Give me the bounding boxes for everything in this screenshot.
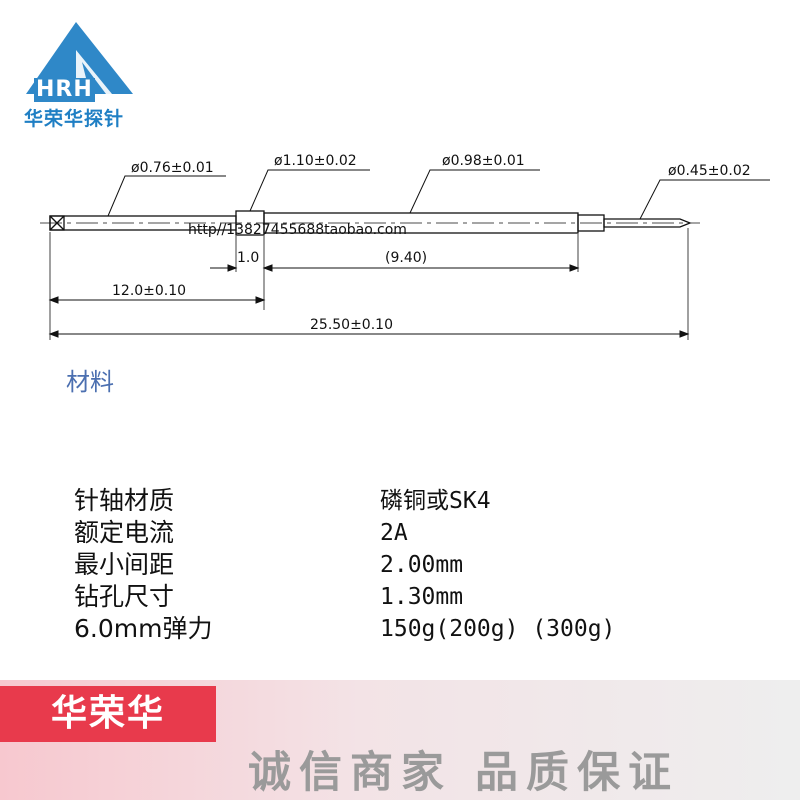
dim-collar-length: 1.0: [237, 250, 259, 266]
spec-value: 磷铜或SK4: [380, 488, 491, 514]
spec-label: 额定电流: [74, 518, 175, 547]
dim-tail-length: 12.0±0.10: [112, 283, 186, 299]
spec-value: 2.00mm: [380, 552, 464, 578]
leader-plunger-diameter: [639, 179, 770, 220]
dim-barrel-diameter: ø0.98±0.01: [442, 153, 525, 169]
spec-value: 2A: [380, 520, 408, 546]
spec-label: 针轴材质: [74, 486, 175, 515]
dim-total-length: 25.50±0.10: [310, 317, 393, 333]
probe-technical-drawing: http//13827455688taobao.com ø0.76±0.01 ø…: [40, 153, 770, 340]
spec-value: 150g(200g) (300g): [380, 616, 616, 642]
section-title-material: 材料: [66, 368, 114, 396]
dim-collar-diameter: ø1.10±0.02: [274, 153, 357, 169]
banner-brand: 华荣华: [0, 686, 216, 742]
leader-collar-diameter: [249, 169, 370, 212]
spec-label: 最小间距: [74, 550, 175, 579]
dim-tail-diameter: ø0.76±0.01: [131, 160, 214, 176]
spec-label: 钻孔尺寸: [74, 582, 175, 611]
dim-plunger-diameter: ø0.45±0.02: [668, 163, 751, 179]
watermark-text: http//13827455688taobao.com: [188, 222, 407, 238]
dim-barrel-length: (9.40): [385, 250, 427, 266]
leader-tail-diameter: [107, 175, 226, 217]
promo-banner: 华荣华 诚信商家 品质保证: [0, 680, 800, 800]
spec-label: 6.0mm弹力: [74, 614, 213, 643]
brand-logo: HRH 华荣华探针: [18, 14, 136, 130]
logo-company-name: 华荣华探针: [24, 108, 125, 130]
logo-mark-text: HRH: [34, 77, 95, 102]
leader-barrel-diameter: [409, 169, 540, 214]
banner-slogan: 诚信商家 品质保证: [248, 748, 679, 798]
spec-value: 1.30mm: [380, 584, 464, 610]
probe-plunger: [603, 218, 692, 228]
